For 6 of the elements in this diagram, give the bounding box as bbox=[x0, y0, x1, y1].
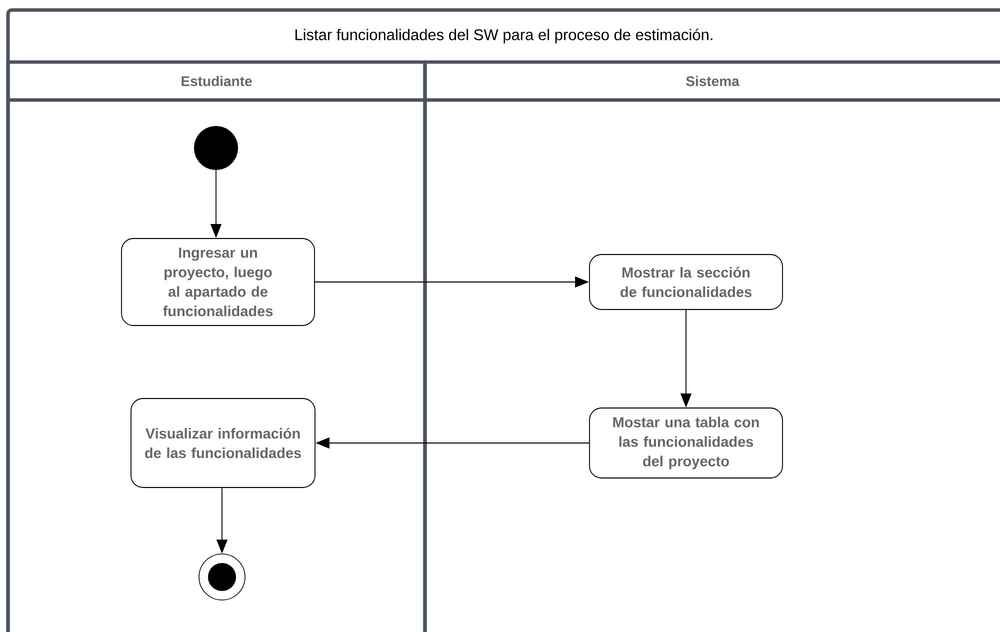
activity-box: Ingresar un proyecto, luego al apartado de funcionalidades bbox=[121, 238, 315, 326]
activity-box: Mostar una tabla con las funcionalidades del proyecto bbox=[589, 408, 783, 478]
end-circle bbox=[198, 554, 246, 600]
start-circle bbox=[194, 126, 238, 170]
activity-box: Mostrar la sección de funcionalidades bbox=[589, 254, 783, 310]
activity-box: Visualizar información de las funcionalidades bbox=[130, 398, 316, 488]
